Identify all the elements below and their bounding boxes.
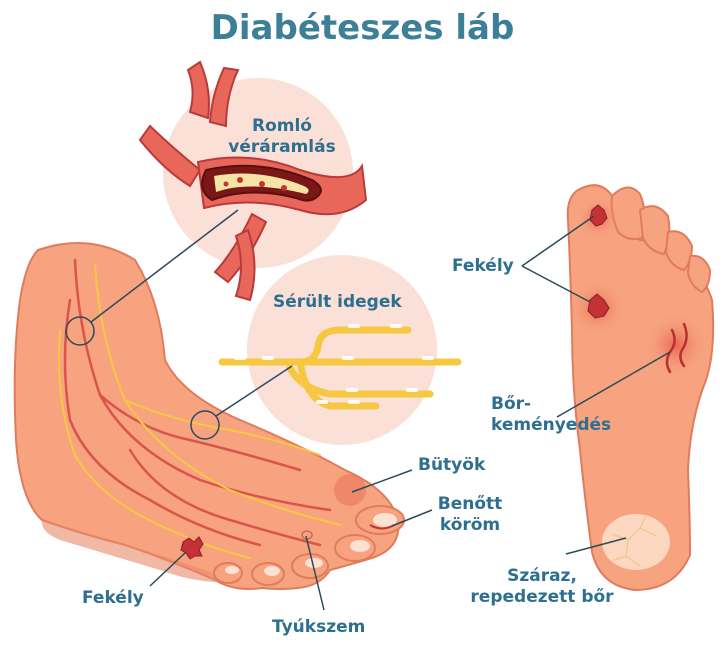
label-ulcer-left: Fekély (82, 588, 144, 608)
label-ingrown-nail: Benőtt köröm (430, 494, 510, 536)
label-blood-flow-line2: véráramlás (228, 137, 336, 157)
page-title: Diabéteszes láb (210, 8, 515, 48)
label-ingrown-nail-line2: köröm (439, 515, 501, 535)
label-callus-line2: keményedés (491, 415, 612, 435)
label-dry-skin-line2: repedezett bőr (470, 587, 614, 607)
label-nerves: Sérült idegek (273, 292, 402, 312)
label-bunion: Bütyök (418, 455, 486, 475)
label-dry-skin: Száraz, repedezett bőr (452, 566, 632, 608)
label-callus: Bőr- keményedés (491, 394, 611, 436)
nerve-illustration (218, 324, 462, 410)
label-blood-flow-line1: Romló (252, 116, 312, 136)
leader-lines (65, 209, 671, 611)
label-ulcer-right: Fekély (452, 256, 514, 276)
label-blood-flow: Romló véráramlás (222, 116, 342, 158)
side-foot (13, 241, 405, 590)
label-callus-line1: Bőr- (491, 394, 532, 414)
label-corn: Tyúkszem (272, 617, 366, 637)
nerve-bubble (247, 255, 437, 445)
label-ingrown-nail-line1: Benőtt (437, 494, 503, 514)
artery-illustration (138, 60, 368, 302)
label-dry-skin-line1: Száraz, (507, 566, 577, 586)
sole-foot (566, 184, 715, 592)
